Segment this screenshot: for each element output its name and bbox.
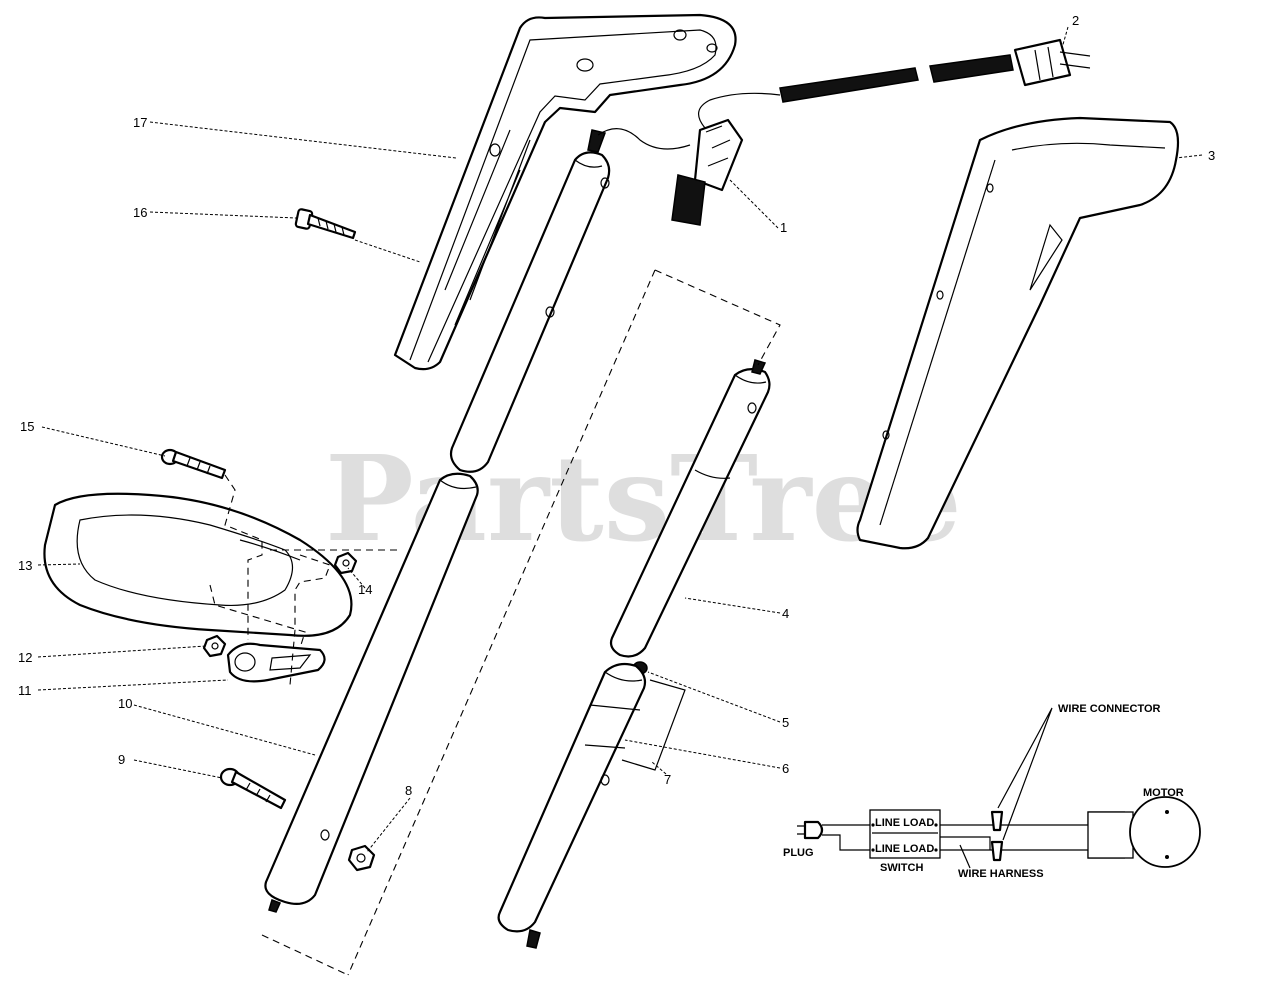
part-14-nut[interactable]: [333, 551, 358, 575]
motor-symbol: [1129, 796, 1201, 868]
callout-8: 8: [405, 783, 412, 798]
part-8-nut[interactable]: [347, 844, 376, 872]
callout-2: 2: [1072, 13, 1079, 28]
callout-7: 7: [664, 772, 671, 787]
tube-assembly-lines: [261, 269, 781, 976]
wire-connector-2: [990, 840, 1004, 862]
callout-13: 13: [18, 558, 32, 573]
callout-14: 14: [358, 582, 372, 597]
callout-17: 17: [133, 115, 147, 130]
plug-symbol: [803, 820, 824, 840]
callout-3: 3: [1208, 148, 1215, 163]
part-4-tube[interactable]: [609, 359, 771, 658]
part-9-bolt[interactable]: [219, 767, 287, 810]
aux-handle-assembly-lines: [209, 474, 400, 686]
wiring-schematic: PLUG LINE LOAD LINE LOAD SWITCH WIRE CON…: [783, 703, 1201, 880]
switch-line-load-top: LINE LOAD: [875, 817, 934, 829]
wire-connector-label: WIRE CONNECTOR: [1058, 703, 1161, 715]
internal-wire: [597, 128, 691, 150]
callout-labels: 2 3 1 4 5 6 7 8 9 10 11 12 13 14 15 16 1…: [18, 13, 1215, 798]
part-6-lower-tube[interactable]: [497, 662, 647, 949]
leader-lines: [37, 26, 1203, 853]
plug-label: PLUG: [783, 847, 814, 859]
motor-label: MOTOR: [1143, 787, 1184, 799]
wire-connector-1: [990, 810, 1004, 832]
callout-12: 12: [18, 650, 32, 665]
part-10-lower-tube[interactable]: [264, 472, 479, 913]
switch-line-load-bottom: LINE LOAD: [875, 843, 934, 855]
part-15-bolt[interactable]: [160, 448, 227, 480]
callout-6: 6: [782, 761, 789, 776]
part-7-label[interactable]: [621, 679, 686, 771]
switch-label: SWITCH: [880, 862, 923, 874]
callout-16: 16: [133, 205, 147, 220]
wire-harness-label: WIRE HARNESS: [958, 868, 1044, 880]
callout-1: 1: [780, 220, 787, 235]
callout-4: 4: [782, 606, 789, 621]
motor-housing: [1087, 811, 1134, 859]
callout-10: 10: [118, 696, 132, 711]
part-2-cord[interactable]: [698, 38, 1091, 129]
upper-tube[interactable]: [449, 129, 611, 473]
switch-box: [869, 809, 941, 859]
callout-5: 5: [782, 715, 789, 730]
part-3-handle-half-right[interactable]: [856, 116, 1180, 550]
callout-11: 11: [18, 683, 32, 698]
callout-15: 15: [20, 419, 34, 434]
part-11-clamp[interactable]: [226, 642, 326, 683]
callout-9: 9: [118, 752, 125, 767]
part-1-switch[interactable]: [671, 118, 744, 226]
part-12-nut[interactable]: [202, 634, 227, 658]
part-16-screw[interactable]: [294, 208, 357, 240]
part-17-handle-half-left[interactable]: [393, 13, 737, 371]
part-13-aux-handle[interactable]: [43, 492, 353, 637]
